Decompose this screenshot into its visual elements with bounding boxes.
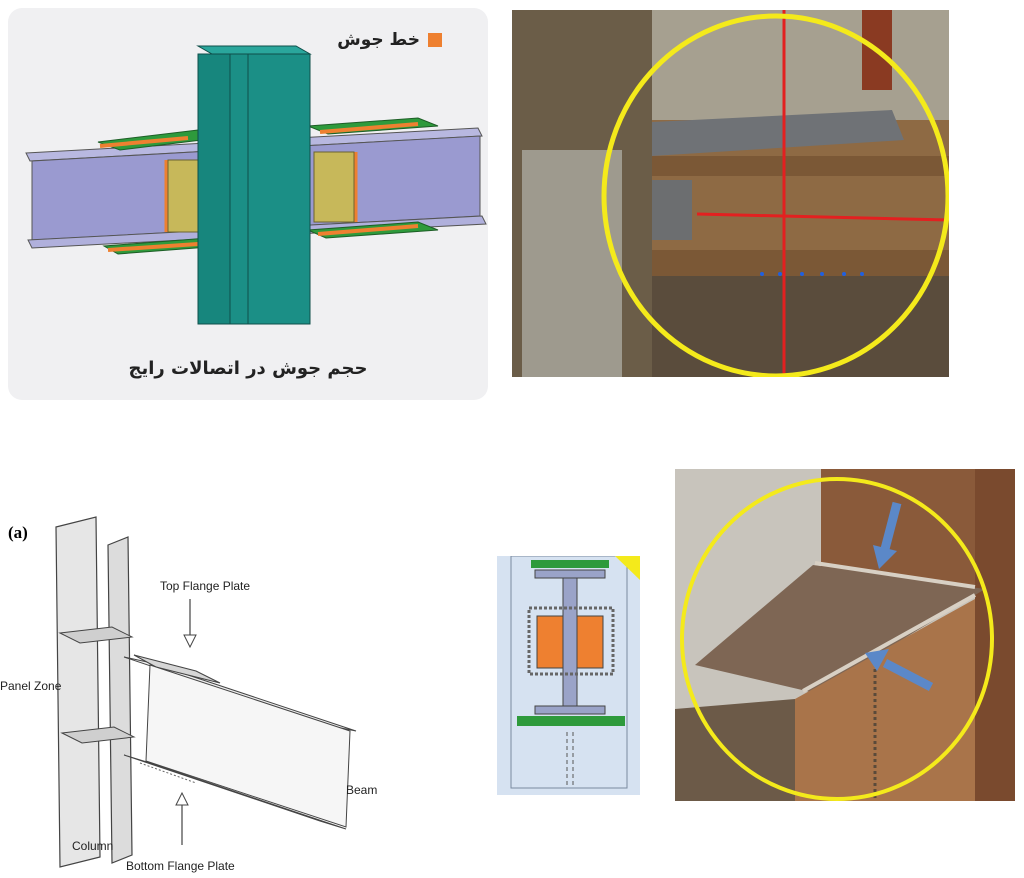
label-top-flange-plate: Top Flange Plate: [160, 579, 251, 593]
label-panel-zone: Panel Zone: [0, 679, 62, 693]
corner-mark: [615, 556, 640, 580]
column-outline: [510, 556, 628, 789]
figure-tag: (a): [8, 523, 28, 542]
weld-dashes: [139, 762, 197, 784]
flange-plate: [695, 565, 985, 693]
weld-bead-side: [802, 593, 976, 693]
column-flange: [975, 469, 1015, 801]
section-diagram: [497, 556, 640, 795]
side-plate-right: [576, 615, 604, 669]
continuity-plate-bottom: [60, 726, 136, 744]
weld-photo-2-drawing: [675, 469, 1015, 801]
beam-web: [145, 664, 351, 828]
bottom-cover-plate: [517, 716, 625, 726]
arrow-icon-top: [873, 501, 902, 569]
beam-bottom-flange: [534, 705, 606, 715]
label-bottom-flange-plate: Bottom Flange Plate: [126, 859, 235, 873]
up-arrow-icon: [175, 791, 189, 845]
legend-label: خط جوش: [337, 30, 420, 50]
highlight-ellipse: [601, 13, 949, 377]
side-plate-hatch: [527, 606, 615, 676]
beam-bottom-flange: [652, 250, 949, 276]
top-flange-plate: [652, 110, 904, 156]
label-beam: Beam: [346, 783, 378, 797]
background-concrete: [652, 10, 949, 120]
panel-caption: حجم جوش در اتصالات رایج: [128, 358, 368, 379]
concrete-slab: [522, 150, 622, 377]
label-column: Column: [72, 839, 114, 853]
connection-3d-drawing: [25, 45, 487, 325]
box-column-top: [196, 45, 312, 55]
weld-line: [107, 242, 199, 252]
column-front-flange: [107, 536, 133, 864]
stiffener-right: [313, 151, 355, 223]
shadow-area: [652, 276, 949, 377]
highlight-ellipse: [680, 477, 994, 801]
beam-bottom-flange: [123, 754, 347, 830]
top-flange-plate: [133, 654, 221, 684]
stiffener-plate: [652, 180, 692, 240]
beam-web: [562, 577, 578, 707]
top-cover-plate: [531, 560, 609, 568]
arrow-icon-bottom: [865, 649, 934, 691]
red-marker-horizontal: [696, 212, 949, 222]
continuity-plate-top: [58, 626, 134, 644]
connection-3d-panel: خط جوش حجم جوش در اتصالات رایج: [8, 8, 488, 400]
weld-dots: [760, 272, 864, 276]
down-arrow-icon: [183, 599, 197, 649]
weld-legend: خط جوش: [337, 30, 442, 50]
connection-sketch-drawing: [55, 516, 357, 868]
weld-line: [317, 224, 419, 236]
square-swatch-icon: [428, 33, 442, 47]
beam-web: [795, 599, 975, 801]
beam-top-flange: [534, 569, 606, 579]
box-column-side: [197, 53, 231, 325]
beam-top-flange: [652, 156, 949, 176]
section-diagram-drawing: [497, 556, 640, 795]
weld-photo-2: [675, 469, 1015, 801]
connection-sketch: (a) Top Flange Plate Panel Zone Beam Col…: [0, 505, 400, 878]
weld-line: [319, 122, 419, 134]
weld-photo-1-drawing: [512, 10, 949, 377]
weld-photo-1: [512, 10, 949, 377]
box-column-front: [229, 53, 311, 325]
weld-line: [99, 136, 189, 148]
column-back-flange: [55, 516, 101, 868]
side-plate-left: [536, 615, 564, 669]
weld-bead-top: [814, 561, 976, 589]
